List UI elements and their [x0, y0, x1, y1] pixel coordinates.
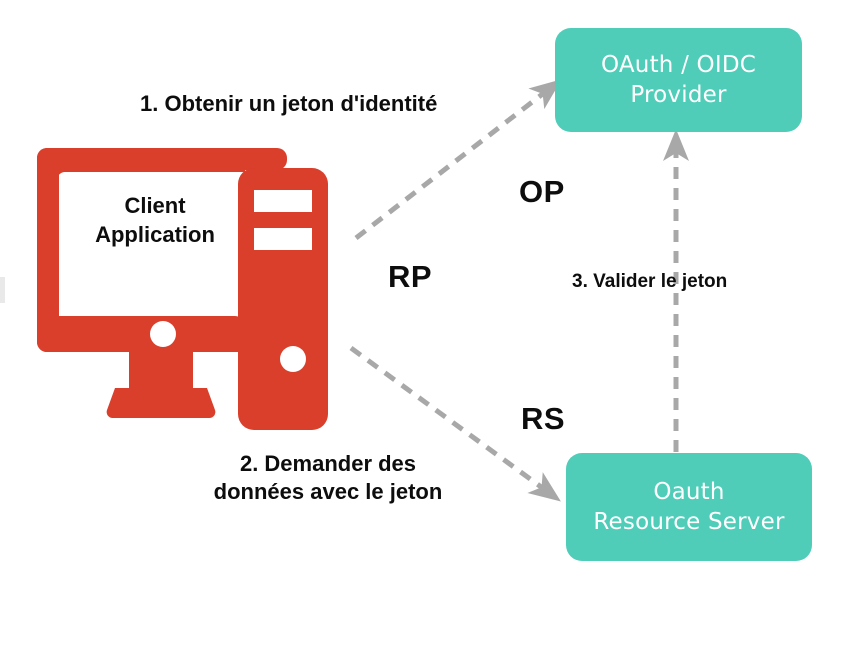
node-oauth-oidc-provider-label: OAuth / OIDC Provider — [600, 51, 757, 108]
monitor-bottom-bar — [37, 316, 245, 352]
tower-slot-top — [254, 190, 312, 212]
edge-label-step3: 3. Valider le jeton — [572, 271, 728, 292]
desktop-computer-icon — [37, 148, 328, 430]
tower-slot-bottom — [254, 228, 312, 250]
edge-label-step1: 1. Obtenir un jeton d'identité — [140, 91, 438, 116]
node-oauth-resource-server[interactable]: Oauth Resource Server — [566, 453, 812, 561]
monitor-top-bar — [37, 148, 287, 170]
role-label-rp: RP — [388, 259, 433, 294]
monitor-stand-neck — [129, 352, 193, 388]
role-label-rs: RS — [521, 401, 566, 436]
edge-label-step2: 2. Demander des données avec le jeton — [213, 451, 443, 505]
monitor-stand-base — [106, 388, 216, 419]
monitor-left-bar — [37, 148, 59, 352]
monitor-power-dot — [150, 321, 176, 347]
client-application-label: Client Application — [95, 193, 215, 247]
node-oauth-resource-server-label: Oauth Resource Server — [593, 478, 785, 535]
role-label-op: OP — [519, 174, 565, 209]
edge-artifact — [0, 277, 5, 303]
node-oauth-oidc-provider[interactable]: OAuth / OIDC Provider — [555, 28, 802, 132]
tower-power-dot — [280, 346, 306, 372]
